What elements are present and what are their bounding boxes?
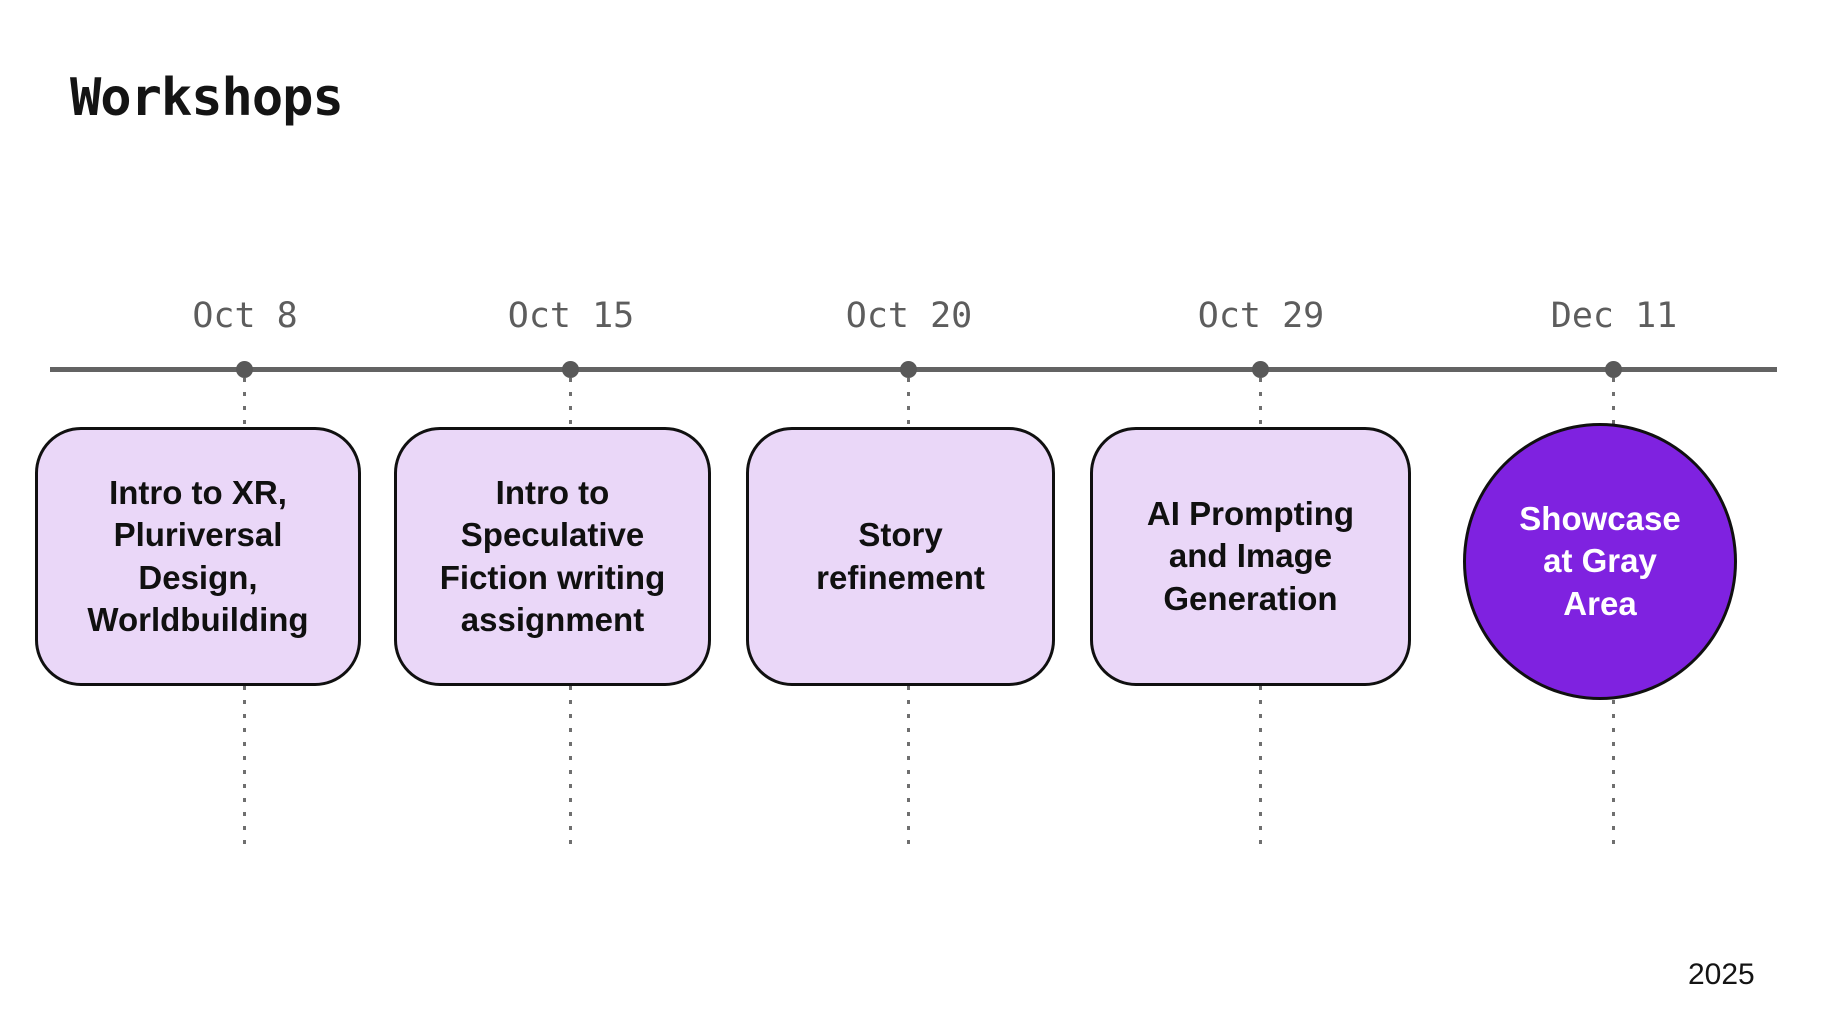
event-label: Story refinement [816, 516, 985, 596]
event-box-speculative-fiction: Intro to Speculative Fiction writing ass… [394, 427, 711, 686]
event-label: Intro to Speculative Fiction writing ass… [439, 474, 666, 638]
event-label: Showcase at Gray Area [1519, 500, 1681, 622]
event-circle-showcase: Showcase at Gray Area [1463, 423, 1737, 700]
event-box-intro-to-xr: Intro to XR, Pluriversal Design, Worldbu… [35, 427, 361, 686]
date-label-oct-20: Oct 20 [845, 296, 973, 336]
event-box-story-refinement: Story refinement [746, 427, 1055, 686]
timeline-dot [562, 361, 579, 378]
date-label-dec-11: Dec 11 [1550, 296, 1678, 336]
event-label: AI Prompting and Image Generation [1146, 495, 1355, 617]
event-label: Intro to XR, Pluriversal Design, Worldbu… [87, 474, 309, 638]
timeline-dot [900, 361, 917, 378]
timeline-dot [1252, 361, 1269, 378]
event-box-ai-prompting: AI Prompting and Image Generation [1090, 427, 1411, 686]
timeline-dot [1605, 361, 1622, 378]
date-label-oct-8: Oct 8 [192, 296, 298, 336]
page-title: Workshops [70, 68, 344, 128]
timeline-dot [236, 361, 253, 378]
year-label: 2025 [1688, 958, 1755, 991]
date-label-oct-15: Oct 15 [507, 296, 635, 336]
date-label-oct-29: Oct 29 [1197, 296, 1325, 336]
